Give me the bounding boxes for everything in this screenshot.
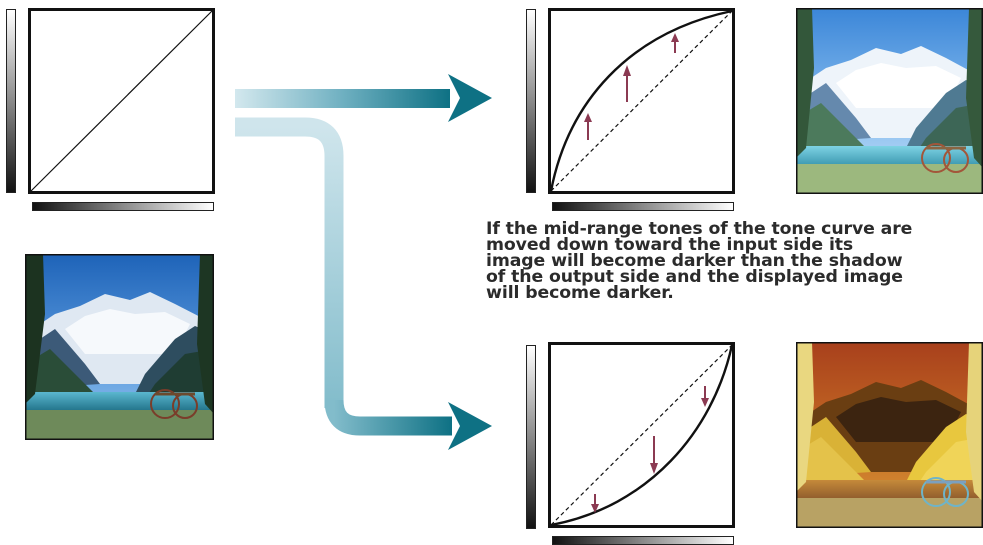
tone-curve-darker (548, 342, 735, 528)
tone-curve-brighter (548, 8, 735, 194)
landscape-photo-brighter (796, 8, 983, 194)
input-gradient-bar-original (32, 202, 214, 211)
caption-text: If the mid-range tones of the tone curve… (486, 221, 981, 301)
landscape-photo-original (25, 254, 214, 440)
flow-arrow-icon (235, 74, 492, 122)
tone-curve-original (28, 8, 215, 194)
flow-arrows (230, 60, 500, 460)
landscape-photo-darker (796, 342, 983, 528)
flow-arrow-icon (235, 127, 492, 450)
output-gradient-bar-darker (526, 345, 536, 529)
output-gradient-bar-brighter (526, 9, 536, 193)
input-gradient-bar-darker (552, 536, 734, 545)
output-gradient-bar-original (6, 9, 16, 193)
input-gradient-bar-brighter (552, 202, 734, 211)
